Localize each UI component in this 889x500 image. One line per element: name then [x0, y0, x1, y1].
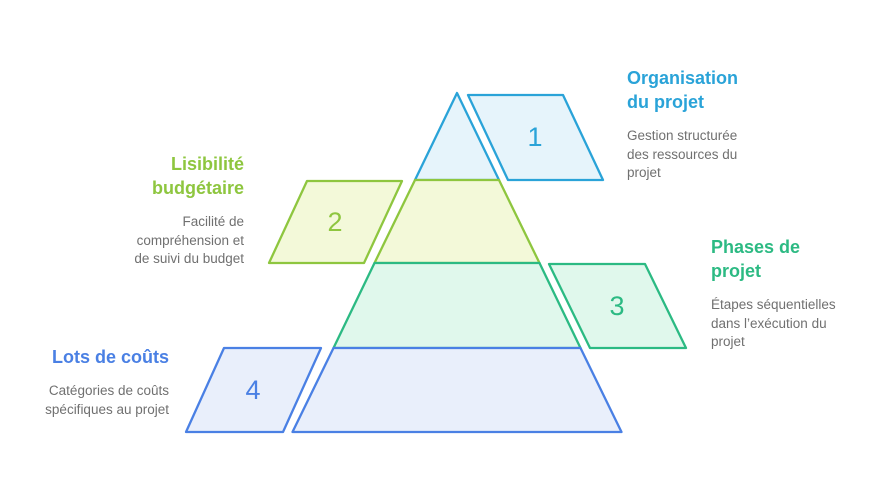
level-4-description: Catégories de coûts spécifiques au proje…	[45, 383, 169, 417]
level-3-label: Phases de projet Étapes séquentielles da…	[711, 235, 847, 352]
level-2-description: Facilité de compréhension et de suivi du…	[134, 214, 244, 266]
level-1-number: 1	[527, 122, 542, 152]
pyramid-levels	[291, 91, 623, 434]
level-4-title: Lots de coûts	[51, 347, 169, 367]
level-3-title: Phases de projet	[711, 237, 801, 281]
level-1-label: Organisation du projet Gestion structuré…	[627, 66, 749, 183]
level-3-description: Étapes séquentielles dans l’exécution du…	[711, 297, 836, 349]
level-2-number: 2	[327, 207, 342, 237]
level-4-number: 4	[245, 375, 260, 405]
level-3-tab	[547, 262, 688, 350]
level-2-tab	[267, 179, 404, 265]
level-1-description: Gestion structurée des ressources du pro…	[627, 128, 738, 180]
pyramid-level-4-shape	[291, 346, 623, 434]
level-1-tab	[466, 93, 605, 182]
pyramid-level-2-shape	[373, 178, 541, 265]
level-2-label: Lisibilité budgétaire Facilité de compré…	[127, 152, 244, 269]
level-4-tab	[184, 346, 323, 434]
level-2-title: Lisibilité budgétaire	[151, 154, 244, 198]
level-4-label: Lots de coûts Catégories de coûts spécif…	[24, 345, 169, 419]
pyramid-level-3-shape	[332, 261, 582, 350]
level-1-title: Organisation du projet	[627, 68, 739, 112]
level-3-number: 3	[609, 291, 624, 321]
pyramid-number-tabs: 1 2 3 4	[184, 93, 688, 434]
